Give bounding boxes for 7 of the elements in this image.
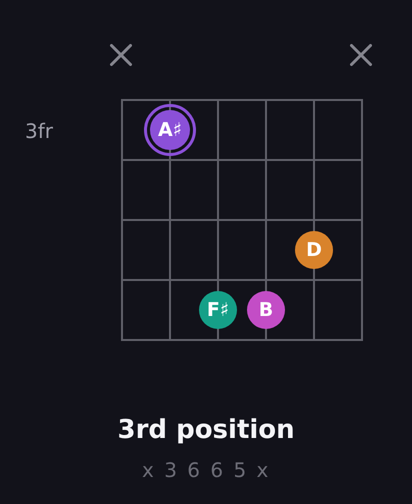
note-dot: B [247, 291, 285, 329]
fret-number-label: 3fr [25, 121, 53, 141]
root-note-dot: A♯ [144, 104, 196, 156]
fingering-text: x 3 6 6 5 x [142, 460, 270, 480]
position-title: 3rd position [118, 417, 295, 443]
note-dot: D [295, 231, 333, 269]
note-dot: F♯ [199, 291, 237, 329]
